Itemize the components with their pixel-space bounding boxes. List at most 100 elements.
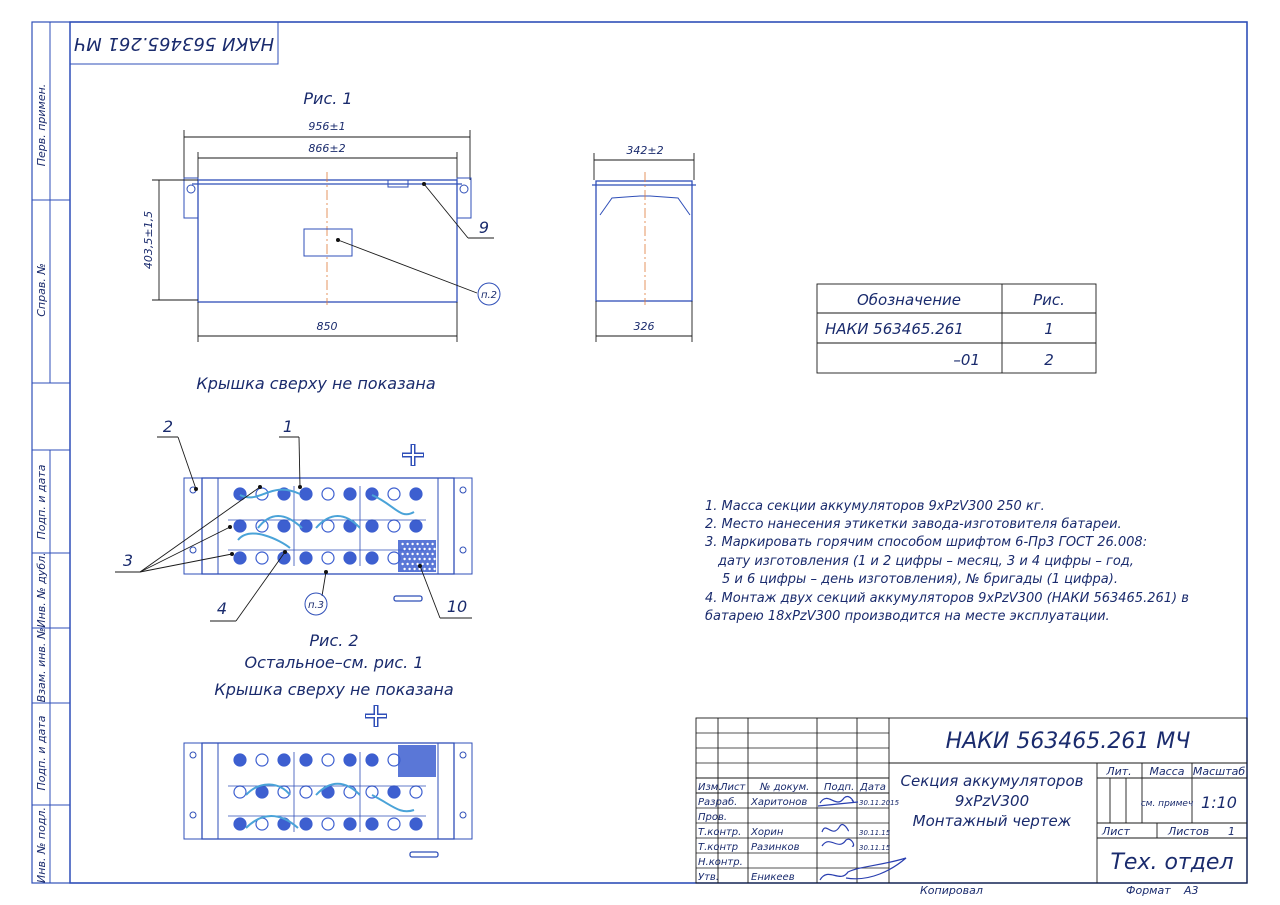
dim-403: 403,5±1,5 — [142, 211, 155, 269]
tb-format-value: А3 — [1183, 884, 1199, 897]
cell-terminal-open — [409, 785, 423, 799]
tb-listov: Листов — [1167, 825, 1209, 838]
tb-person: Разинков — [751, 842, 800, 853]
table-cell: 2 — [1044, 351, 1054, 369]
cell-terminal-open — [321, 551, 335, 565]
side-label-perv: Перв. примен. — [35, 84, 48, 167]
cell-terminal-filled — [365, 817, 379, 831]
label-place — [303, 228, 353, 257]
title-block: НАКИ 563465.261 МЧ Секция аккумуляторов … — [695, 717, 1248, 897]
fig2-rest: Остальное–см. рис. 1 — [244, 653, 423, 672]
tb-date: 30.11.15 — [859, 829, 891, 837]
cell-terminal-open — [299, 785, 313, 799]
note-line: 5 и 6 цифры – день изготовления), № бриг… — [722, 572, 1118, 587]
variant-table: Обозначение Рис. НАКИ 563465.261 1 –01 2 — [816, 283, 1097, 374]
callout-3: 3 — [123, 551, 133, 570]
cell-terminal-filled — [277, 487, 291, 501]
ventilation-grid — [398, 745, 436, 777]
cell-terminal-open — [387, 519, 401, 533]
tb-role: Пров. — [698, 812, 727, 823]
note-line: 3. Маркировать горячим способом шрифтом … — [705, 535, 1147, 550]
dim-326: 326 — [634, 320, 655, 333]
cell-terminal-filled — [277, 753, 291, 767]
tb-listov-value: 1 — [1228, 825, 1235, 838]
tb-person: Еникеев — [751, 872, 795, 883]
cell-terminal-filled — [409, 487, 423, 501]
tb-role: Т.контр — [698, 842, 738, 853]
callout-10: 10 — [447, 597, 467, 616]
fig1-caption: Рис. 1 — [303, 89, 352, 108]
dim-956: 956±1 — [308, 120, 345, 133]
tb-role: Т.контр. — [698, 827, 741, 838]
cell-terminal-filled — [299, 753, 313, 767]
note-line: 2. Место нанесения этикетки завода-изгот… — [705, 517, 1122, 532]
tb-name-2: 9xPzV300 — [955, 792, 1029, 810]
cell-terminal-filled — [299, 817, 313, 831]
cell-terminal-filled — [365, 551, 379, 565]
side-label-sprav: Справ. № — [35, 263, 48, 317]
battery-box-front — [197, 179, 458, 303]
cell-terminal-open — [387, 487, 401, 501]
technical-notes: 1. Масса секции аккумуляторов 9xPzV300 2… — [705, 499, 1189, 624]
note-line: 4. Монтаж двух секций аккумуляторов 9xPz… — [705, 591, 1189, 606]
callout-4: 4 — [217, 599, 227, 618]
top-stamp: НАКИ 563465.261 МЧ — [69, 21, 279, 65]
note-p2: п.2 — [481, 290, 497, 301]
inner-frame — [69, 21, 1248, 884]
dim-850: 850 — [317, 320, 338, 333]
cell-terminal-filled — [233, 753, 247, 767]
table-cell: –01 — [953, 351, 980, 369]
cell-terminal-filled — [365, 519, 379, 533]
tb-massa: Масса — [1149, 765, 1184, 778]
tb-hdr-podp: Подп. — [824, 782, 854, 793]
left-handle — [183, 177, 199, 219]
cell-terminal-filled — [233, 519, 247, 533]
side-label-inv-dubl: Инв. № дубл. — [35, 552, 48, 627]
note-p3: п.3 — [308, 600, 324, 611]
tb-designation: НАКИ 563465.261 МЧ — [946, 729, 1191, 754]
cell-terminal-filled — [299, 519, 313, 533]
tb-role: Разраб. — [698, 796, 737, 808]
tb-format: Формат — [1126, 884, 1171, 897]
tb-massa-value: см. примеч — [1141, 799, 1194, 809]
signature — [821, 824, 849, 833]
dim-866: 866±2 — [308, 142, 345, 155]
battery-box-side — [595, 180, 693, 302]
table-header-fig: Рис. — [1033, 291, 1065, 309]
cell-terminal-filled — [343, 551, 357, 565]
cell-terminal-open — [321, 487, 335, 501]
cell-terminal-filled — [277, 519, 291, 533]
callout-9: 9 — [479, 218, 489, 237]
tb-masshtab: Масштаб — [1193, 765, 1245, 778]
tb-kopiroval: Копировал — [920, 884, 983, 897]
table-cell: 1 — [1044, 320, 1054, 338]
tb-name-1: Секция аккумуляторов — [901, 772, 1084, 790]
note-line: батарею 18xPzV300 производится на месте … — [705, 609, 1110, 624]
tb-dept: Тех. отдел — [1110, 850, 1233, 875]
cell-terminal-filled — [299, 551, 313, 565]
figure-1: Рис. 1 956±1 866±2 п.2 9 403,5±1 — [142, 89, 696, 393]
signature — [817, 796, 859, 807]
tb-hdr-data: Дата — [859, 782, 886, 793]
cell-terminal-filled — [233, 551, 247, 565]
tb-date: 30.11.15 — [859, 844, 891, 852]
cell-terminal-open — [387, 817, 401, 831]
cell-terminal-open — [255, 519, 269, 533]
fig2-lid-note: Крышка сверху не показана — [214, 680, 453, 699]
tb-role: Н.контр. — [698, 857, 743, 868]
cell-terminal-filled — [299, 487, 313, 501]
cell-terminal-filled — [343, 817, 357, 831]
side-label-podp-2: Подп. и дата — [35, 715, 48, 790]
note-line: дату изготовления (1 и 2 цифры – месяц, … — [717, 554, 1134, 569]
cell-terminal-filled — [343, 753, 357, 767]
callout-2: 2 — [163, 417, 173, 436]
table-cell: НАКИ 563465.261 — [825, 320, 964, 338]
cell-terminal-filled — [233, 817, 247, 831]
top-stamp-text: НАКИ 563465.261 МЧ — [74, 33, 274, 54]
cell-terminal-filled — [343, 487, 357, 501]
dim-342: 342±2 — [626, 144, 663, 157]
tb-role: Утв. — [698, 872, 719, 883]
tb-scale-value: 1:10 — [1201, 793, 1237, 812]
figure-mid-topview: 2 1 3 4 10 п.3 — [115, 417, 473, 776]
fig1-lid-note: Крышка сверху не показана — [196, 374, 435, 393]
